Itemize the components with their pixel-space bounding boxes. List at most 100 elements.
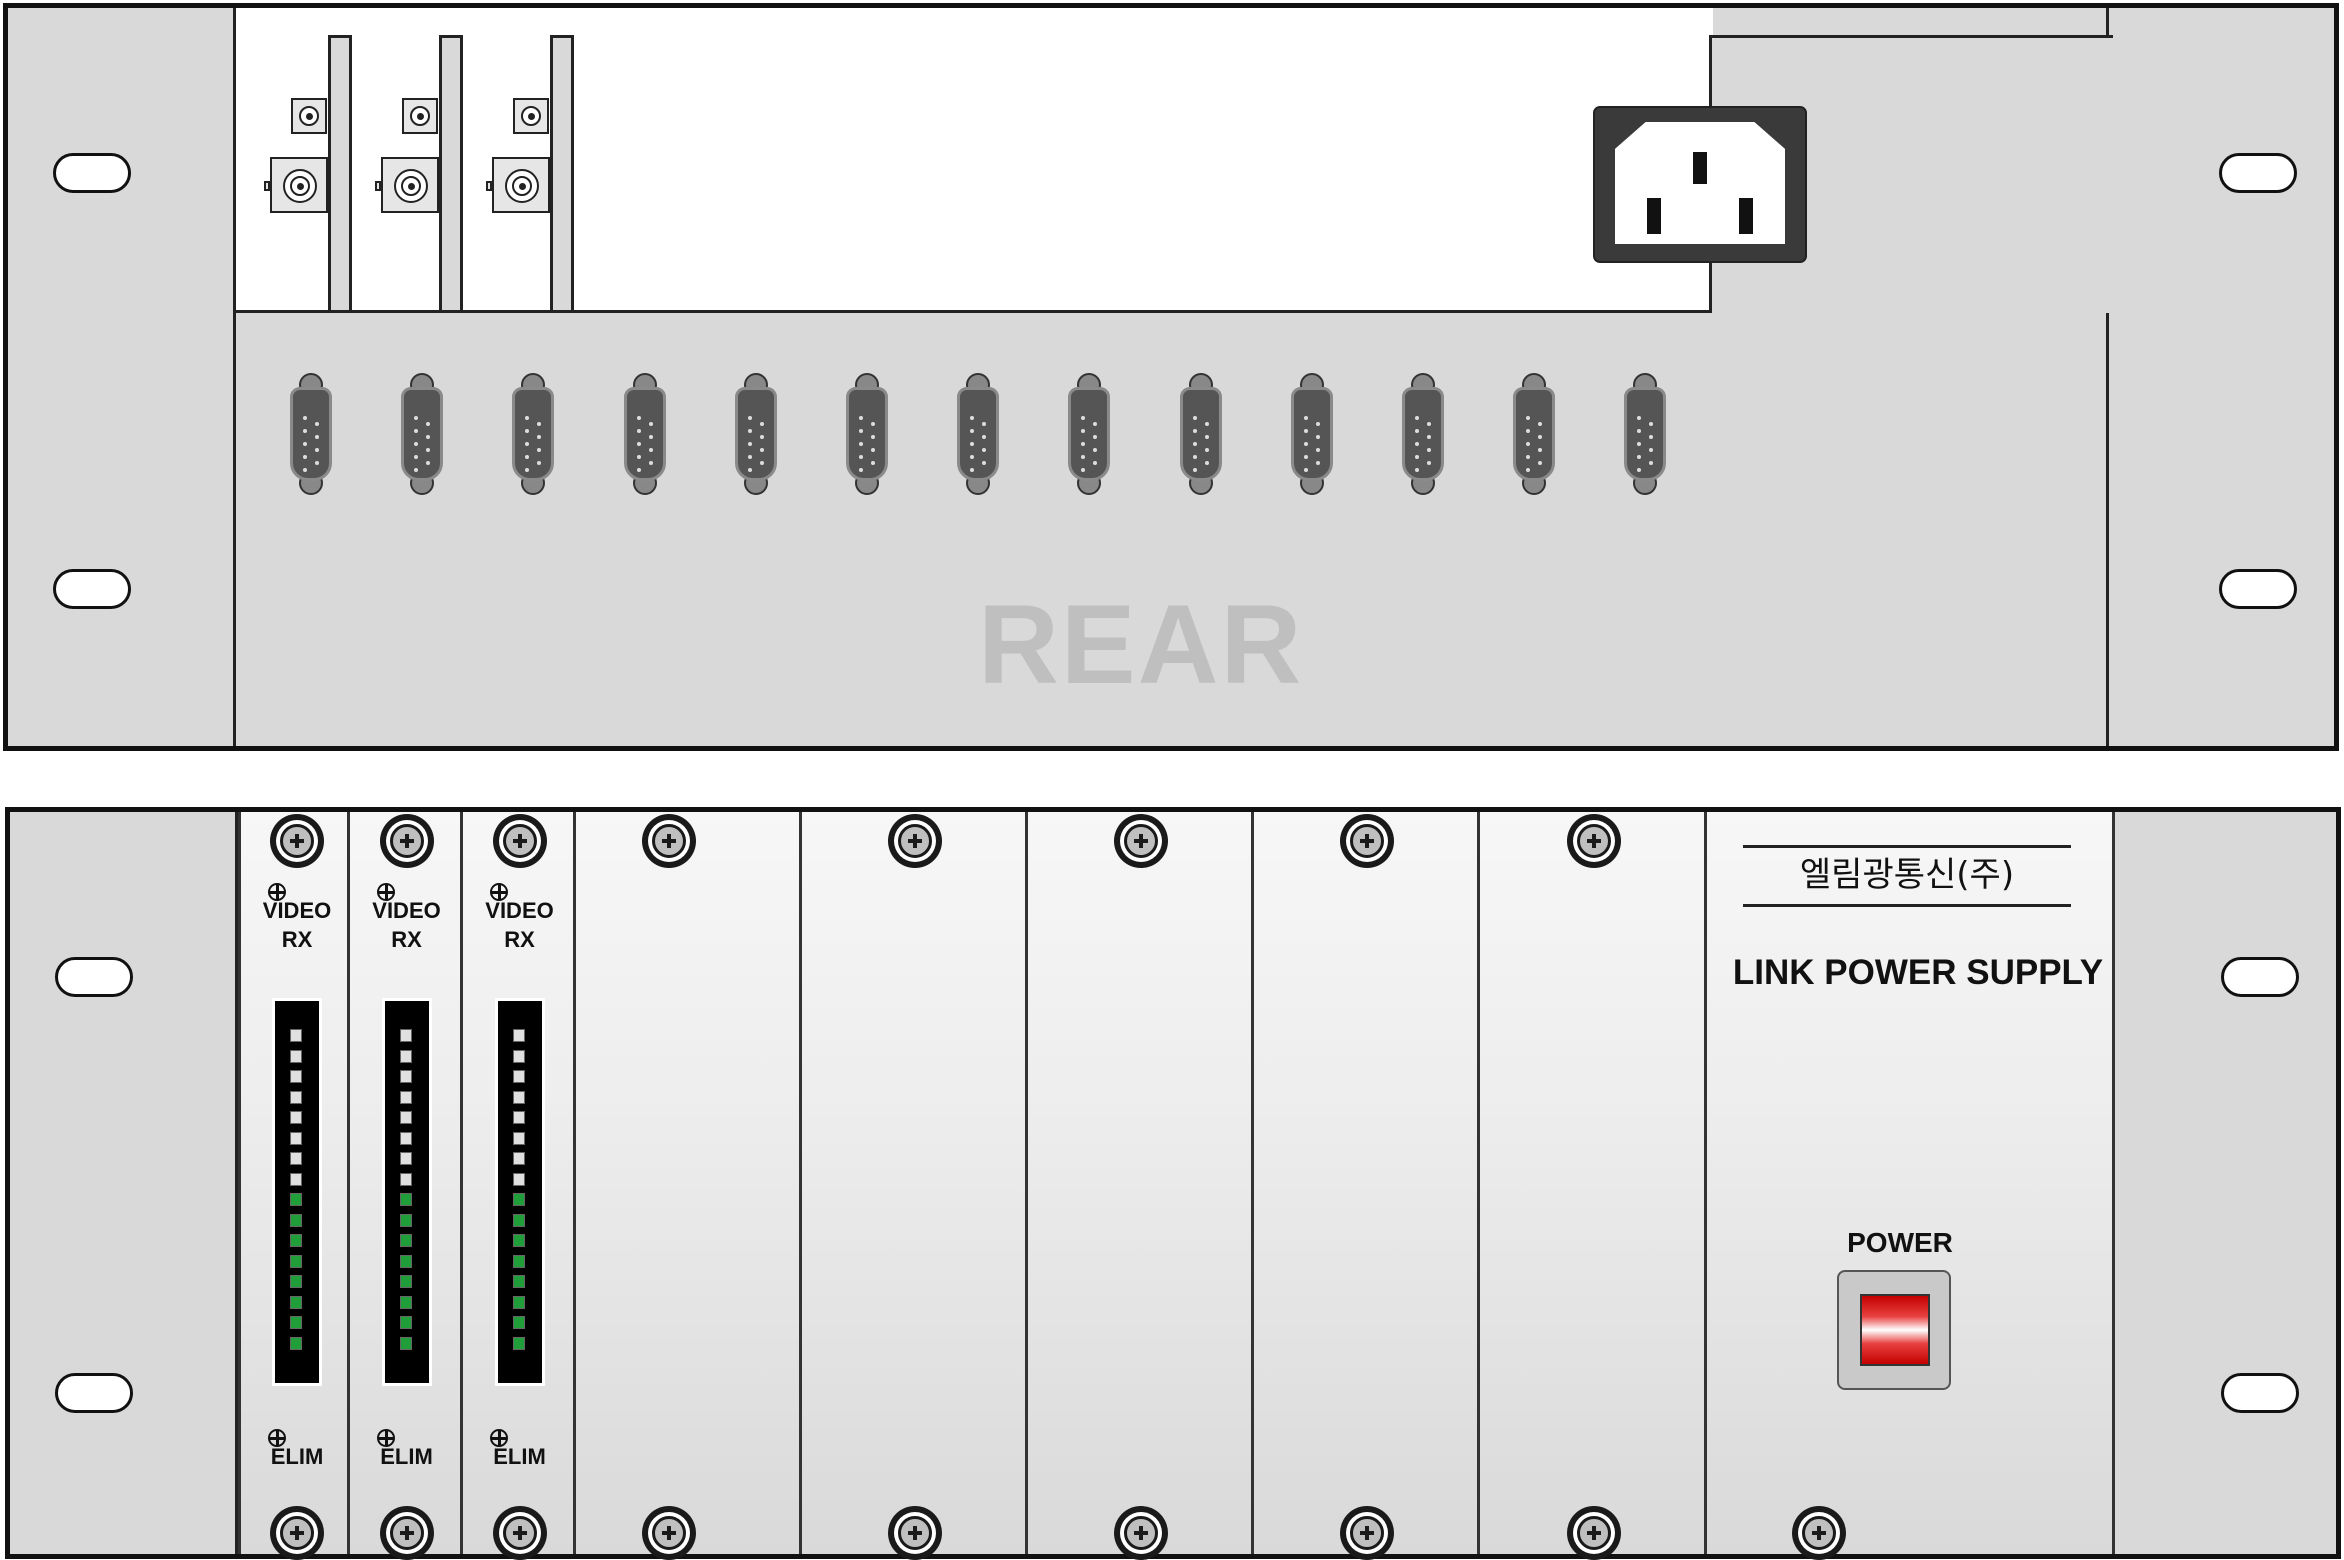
db9-pin-row <box>303 416 307 481</box>
db9-connector[interactable] <box>953 373 1003 495</box>
screw <box>492 814 547 868</box>
iec-power-inlet[interactable] <box>1593 106 1807 263</box>
meter-segment <box>399 1029 412 1042</box>
rack-mount-slot <box>2221 1373 2299 1413</box>
meter-segment <box>399 1213 412 1227</box>
screw <box>1566 1506 1621 1560</box>
signal-level-meter <box>381 998 432 1386</box>
bnc-pin <box>305 112 313 120</box>
screw-slot <box>1139 1526 1143 1540</box>
bnc-connector-small[interactable] <box>513 98 549 134</box>
bnc-pin <box>518 182 526 190</box>
db9-connector[interactable] <box>1398 373 1448 495</box>
db9-pin-row <box>970 416 975 481</box>
rear-card-bay <box>236 8 2113 313</box>
bnc-ring <box>290 176 310 196</box>
front-right-rack-ear <box>2108 812 2336 1554</box>
screw-head <box>280 824 314 858</box>
bnc-connector[interactable] <box>381 157 439 213</box>
db9-connector[interactable] <box>1509 373 1559 495</box>
db9-connector[interactable] <box>1287 373 1337 495</box>
db9-pin-row <box>1081 416 1086 481</box>
db9-connector[interactable] <box>1620 373 1670 495</box>
db9-pin-row <box>1538 422 1543 474</box>
screw-slot <box>404 834 409 848</box>
screw <box>642 1506 696 1560</box>
screw <box>379 814 434 868</box>
screw-head <box>1576 824 1611 858</box>
db9-connector[interactable] <box>508 373 558 495</box>
db9-connector[interactable] <box>842 373 892 495</box>
screw <box>1114 1506 1168 1560</box>
db9-connector[interactable] <box>1176 373 1226 495</box>
db9-pin-row <box>636 416 641 481</box>
db9-pin-row <box>414 416 419 481</box>
blank-card <box>1254 812 1480 1560</box>
screw-slot <box>1591 1526 1596 1540</box>
bnc-ring <box>401 176 421 196</box>
bnc-connector[interactable] <box>492 157 550 213</box>
meter-segment <box>512 1336 525 1350</box>
meter-segment <box>512 1172 525 1186</box>
card-brand-label: ELIM <box>270 1444 324 1469</box>
screw-slot <box>667 834 671 848</box>
inlet-pin <box>1647 198 1661 234</box>
bnc-pin <box>407 182 415 190</box>
db9-shell <box>1624 387 1667 481</box>
psu-title: LINK POWER SUPPLY <box>1732 953 2104 992</box>
bnc-ring <box>394 169 428 203</box>
meter-segment <box>290 1234 302 1247</box>
screw-head <box>1124 824 1158 858</box>
screw-head <box>1350 824 1384 858</box>
screw-slot <box>404 1526 409 1540</box>
meter-segment <box>399 1070 412 1083</box>
meter-segment <box>512 1213 525 1227</box>
screw-slot <box>913 834 917 848</box>
db9-connector[interactable] <box>286 373 336 495</box>
screw-slot <box>1817 1526 1821 1540</box>
db9-pin-row <box>1303 416 1308 481</box>
screw <box>1566 814 1621 868</box>
card-label-line1: VIDEO <box>372 898 441 923</box>
screw-head <box>898 824 932 858</box>
bnc-connector-small[interactable] <box>402 98 438 134</box>
screw <box>270 1506 324 1560</box>
screw-slot <box>667 1526 671 1540</box>
bnc-ring <box>512 176 532 196</box>
db9-shell <box>512 387 555 481</box>
blank-card <box>1480 812 1707 1560</box>
bnc-ring <box>299 106 319 126</box>
db9-pin-row <box>747 416 752 481</box>
power-switch[interactable] <box>1837 1270 1951 1390</box>
meter-segment <box>290 1029 302 1042</box>
meter-segment <box>399 1336 412 1350</box>
screw-slot <box>1139 834 1143 848</box>
screw-head <box>502 1516 537 1550</box>
bnc-pin <box>527 112 535 120</box>
db9-connector[interactable] <box>1064 373 1114 495</box>
screw-head <box>1350 1516 1384 1550</box>
bnc-connector[interactable] <box>270 157 328 213</box>
screw-head <box>1802 1516 1836 1550</box>
meter-segment <box>290 1111 302 1124</box>
bnc-pin <box>296 182 304 190</box>
meter-segment <box>512 1234 525 1247</box>
card-label-line1: VIDEO <box>262 898 332 923</box>
db9-connector[interactable] <box>731 373 781 495</box>
db9-shell <box>1513 387 1556 481</box>
power-switch-label: POWER <box>1847 1227 1953 1258</box>
db9-connector[interactable] <box>620 373 670 495</box>
plus-mark-icon <box>377 1429 395 1447</box>
card-brand-label: ELIM <box>380 1444 433 1469</box>
plus-mark-icon <box>268 883 286 901</box>
meter-segment <box>290 1090 302 1104</box>
meter-segment <box>290 1275 302 1288</box>
power-rocker[interactable] <box>1860 1294 1930 1366</box>
db9-connector[interactable] <box>397 373 447 495</box>
bnc-connector-small[interactable] <box>291 98 327 134</box>
power-supply-card <box>1707 812 2115 1560</box>
meter-segment <box>290 1213 302 1227</box>
